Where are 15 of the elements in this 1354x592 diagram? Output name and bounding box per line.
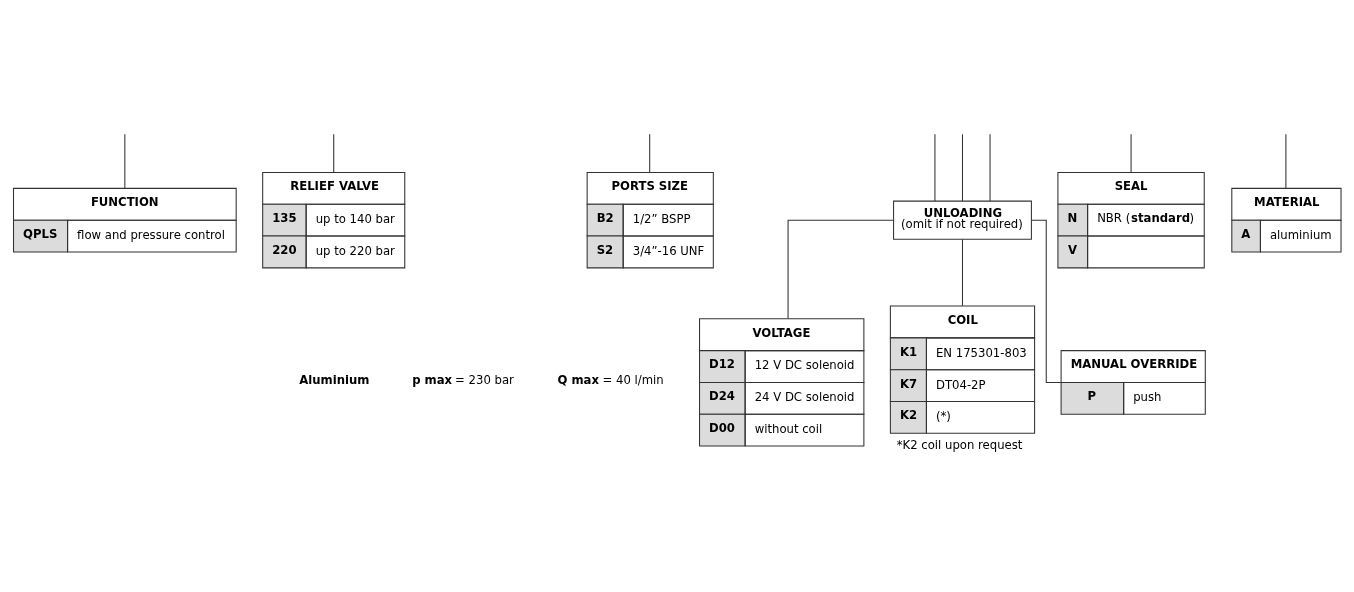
- connector: [333, 133, 335, 173]
- connector: [934, 133, 936, 202]
- connector: [961, 238, 963, 307]
- connector: [787, 219, 895, 320]
- node-label: *K2 coil upon request: [896, 438, 1023, 452]
- connector: [961, 133, 963, 202]
- label: Aluminium: [299, 373, 370, 388]
- label: p max = 230 bar: [412, 373, 514, 388]
- label: Q max = 40 l/min: [557, 373, 664, 388]
- connector: [1130, 133, 1132, 173]
- connector: [989, 133, 991, 202]
- connector: [649, 133, 651, 173]
- connector: [124, 133, 126, 189]
- connector: [1285, 133, 1287, 189]
- node-box: UNLOADING (omit if not required): [893, 200, 1032, 240]
